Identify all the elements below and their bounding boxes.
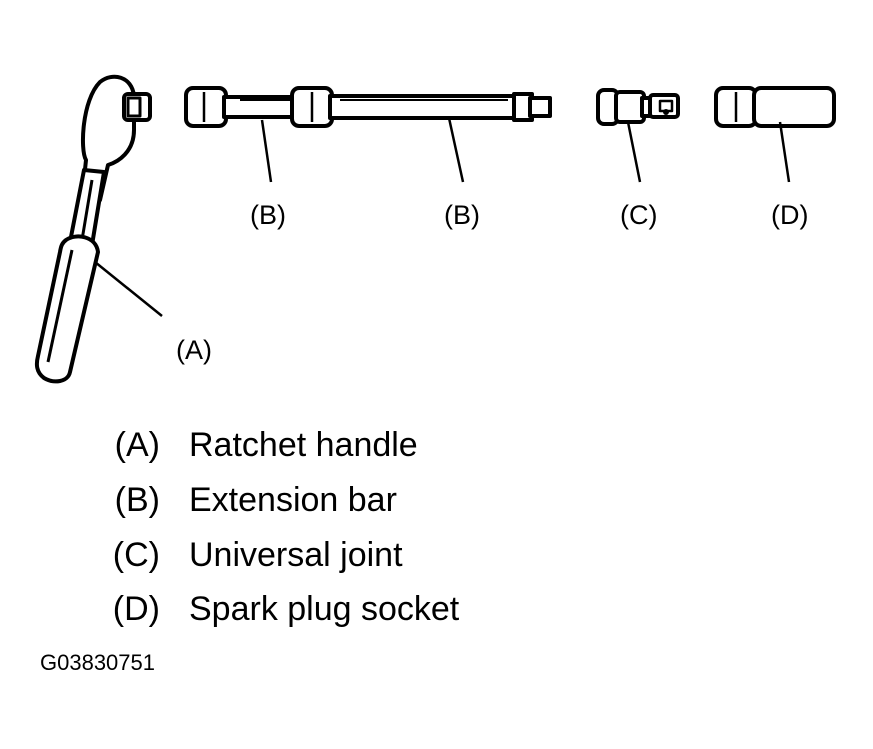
legend-text: Ratchet handle — [189, 426, 418, 464]
callout-label-d: (D) — [771, 200, 809, 230]
legend-item: (C) Universal joint — [100, 535, 700, 575]
legend-key: (C) — [112, 536, 160, 574]
callout-line-b1 — [260, 119, 273, 183]
callout-line-a — [94, 261, 163, 317]
legend-text: Spark plug socket — [189, 590, 460, 628]
callout-line-c — [626, 121, 642, 183]
figure-code: G03830751 — [40, 650, 155, 675]
legend-item: (A) Ratchet handle — [100, 425, 700, 465]
universal-joint — [596, 88, 680, 126]
callout-line-b2 — [447, 117, 465, 183]
legend-key: (B) — [114, 481, 160, 519]
tool-illustration — [34, 74, 836, 384]
legend-text: Universal joint — [189, 536, 403, 574]
legend-item: (B) Extension bar — [100, 480, 700, 520]
callout-label-c: (C) — [620, 200, 658, 230]
callout-label-b1: (B) — [250, 200, 286, 230]
callout-label-a: (A) — [176, 335, 212, 365]
legend-key: (D) — [112, 590, 160, 628]
legend-key: (A) — [114, 426, 160, 464]
extension-bar — [184, 86, 552, 128]
callout-label-b2: (B) — [444, 200, 480, 230]
legend-text: Extension bar — [189, 481, 397, 519]
ratchet-handle — [34, 74, 152, 384]
spark-plug-socket — [714, 86, 836, 128]
legend-item: (D) Spark plug socket — [100, 589, 700, 629]
callout-line-d — [778, 121, 791, 183]
